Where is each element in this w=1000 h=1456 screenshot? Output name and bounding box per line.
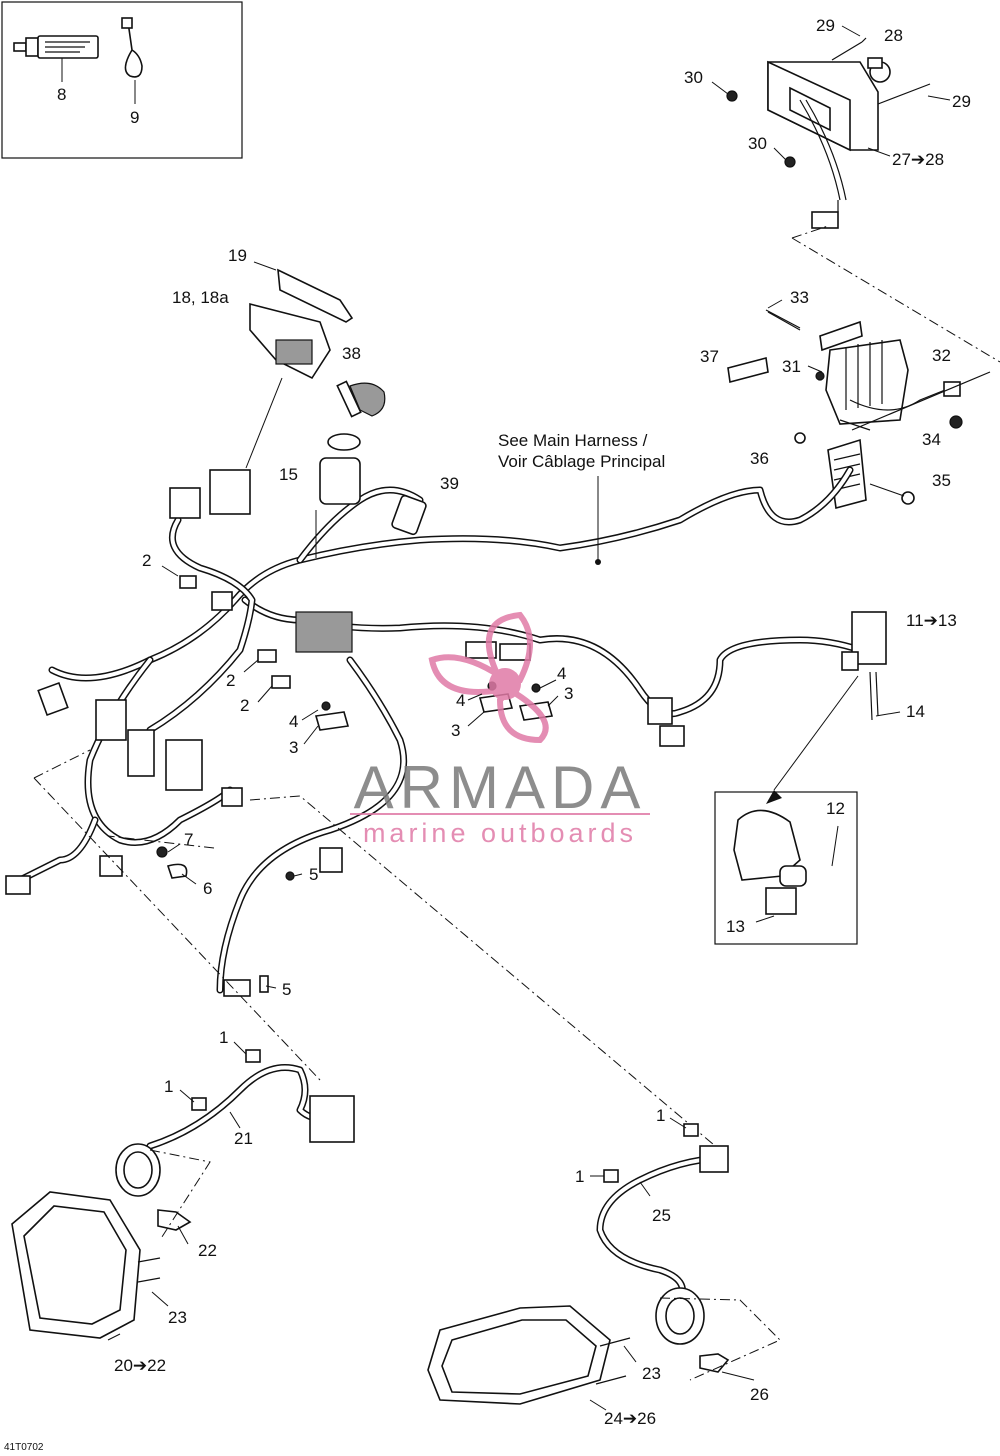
callout-23-right: 23 — [642, 1364, 661, 1383]
callout-13: 13 — [726, 917, 745, 936]
callout-29-top: 29 — [816, 16, 835, 35]
watermark-subtitle: marine outboards — [363, 818, 637, 848]
inset-box-consumables — [1, 1, 243, 159]
callout-22: 22 — [198, 1241, 217, 1260]
callout-labels: 8 9 29 28 29 30 30 27➔28 19 18, 18a 38 1… — [4, 16, 971, 1453]
callout-36: 36 — [750, 449, 769, 468]
callout-31: 31 — [782, 357, 801, 376]
switch-assembly — [714, 611, 887, 945]
watermark: ARMADA marine outboards — [350, 611, 650, 848]
grease-tube-icon — [13, 35, 99, 59]
callout-8: 8 — [57, 85, 66, 104]
callout-37: 37 — [700, 347, 719, 366]
callout-34: 34 — [922, 430, 941, 449]
harness-label-line2: Voir Câblage Principal — [498, 452, 665, 471]
callout-2-mid: 2 — [226, 671, 235, 690]
callout-28: 28 — [884, 26, 903, 45]
callout-30-top: 30 — [684, 68, 703, 87]
callout-21: 21 — [234, 1129, 253, 1148]
callout-20-22: 20➔22 — [114, 1356, 166, 1375]
callout-25: 25 — [652, 1206, 671, 1225]
callout-3-center: 3 — [451, 721, 460, 740]
callout-2-top: 2 — [142, 551, 151, 570]
callout-33: 33 — [790, 288, 809, 307]
callout-24-26: 24➔26 — [604, 1409, 656, 1428]
cable-tie-icon — [121, 17, 143, 78]
tail-light-assembly — [726, 37, 931, 229]
callout-26: 26 — [750, 1385, 769, 1404]
callout-32: 32 — [932, 346, 951, 365]
callout-4-right: 4 — [557, 664, 566, 683]
gauge-cluster-parts — [245, 268, 427, 558]
reference-code: 41T0702 — [4, 1442, 44, 1453]
callout-11-13: 11➔13 — [906, 611, 957, 630]
callout-30-bottom: 30 — [748, 134, 767, 153]
left-headlight-assembly — [11, 1049, 355, 1339]
callout-39: 39 — [440, 474, 459, 493]
right-headlight-assembly — [427, 1123, 781, 1405]
watermark-title: ARMADA — [354, 754, 647, 821]
dashed-leaders — [33, 749, 721, 1151]
callout-4-center: 4 — [456, 691, 465, 710]
callout-7: 7 — [184, 830, 193, 849]
callout-27-28: 27➔28 — [892, 150, 944, 169]
callout-1-lower-right: 1 — [575, 1167, 584, 1186]
harness-connectors — [5, 469, 685, 997]
callout-14: 14 — [906, 702, 925, 721]
harness-label-line1: See Main Harness / — [498, 431, 648, 450]
callout-9: 9 — [130, 108, 139, 127]
callout-15: 15 — [279, 465, 298, 484]
callout-1-upper-left: 1 — [219, 1028, 228, 1047]
callout-29-right: 29 — [952, 92, 971, 111]
callout-5-lower: 5 — [282, 980, 291, 999]
callout-4-left: 4 — [289, 712, 298, 731]
callout-18: 18, 18a — [172, 288, 229, 307]
callout-leaders — [107, 25, 951, 1411]
callout-5-upper: 5 — [309, 865, 318, 884]
callout-1-upper-right: 1 — [656, 1106, 665, 1125]
callout-2-low: 2 — [240, 696, 249, 715]
harness-reference: See Main Harness / Voir Câblage Principa… — [498, 431, 665, 565]
callout-23-left: 23 — [168, 1308, 187, 1327]
callout-3-right: 3 — [564, 684, 573, 703]
callout-38: 38 — [342, 344, 361, 363]
callout-6: 6 — [203, 879, 212, 898]
callout-19: 19 — [228, 246, 247, 265]
callout-35: 35 — [932, 471, 951, 490]
callout-12: 12 — [826, 799, 845, 818]
callout-3-left: 3 — [289, 738, 298, 757]
callout-1-lower-left: 1 — [164, 1077, 173, 1096]
